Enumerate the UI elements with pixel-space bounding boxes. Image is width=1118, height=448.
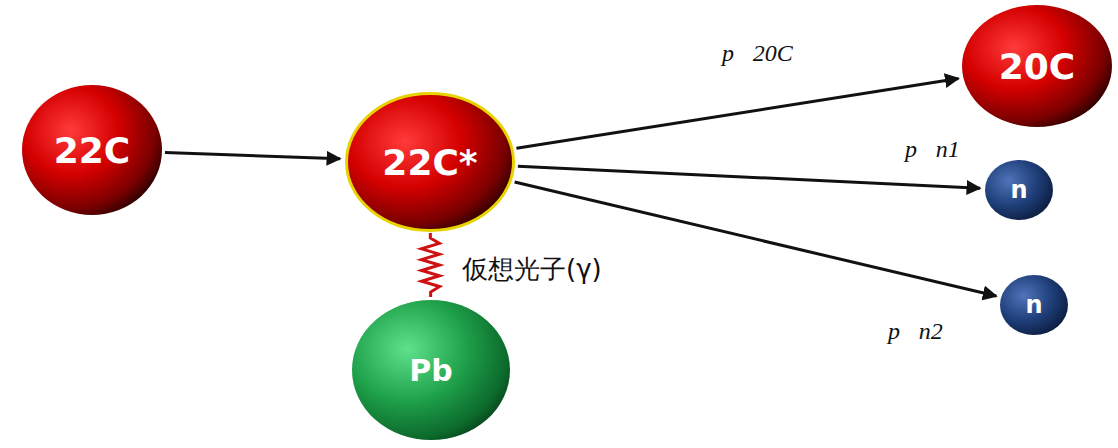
- ellipse-shape: [962, 5, 1112, 127]
- nucleus-label: n: [1025, 291, 1042, 319]
- target-nucleus-circle: Pb: [352, 300, 510, 440]
- virtual-photon-line: [421, 233, 439, 297]
- ellipse-shape: [985, 160, 1053, 220]
- ellipse-shape: [347, 94, 514, 231]
- momentum-arrow: [165, 153, 340, 159]
- fragment-circle: 20C: [962, 5, 1112, 127]
- momentum-label: p⃗n2: [888, 318, 943, 345]
- nucleus-label: n: [1010, 176, 1027, 204]
- momentum-label: p⃗n1: [905, 136, 960, 163]
- ellipse-shape: [352, 300, 510, 440]
- nucleus-circle: 22C: [22, 85, 162, 215]
- excited-nucleus-circle: 22C*: [345, 92, 515, 232]
- neutron-circle: n: [985, 160, 1053, 220]
- nucleus-label: 22C*: [382, 142, 477, 183]
- neutron-circle: n: [1000, 275, 1068, 335]
- nucleus-label: 22C: [54, 130, 131, 171]
- momentum-arrow: [518, 166, 980, 188]
- nucleus-label: Pb: [409, 353, 452, 388]
- momentum-label: p⃗20C: [722, 40, 793, 67]
- ellipse-shape: [22, 85, 162, 215]
- ellipse-shape: [1000, 275, 1068, 335]
- nucleus-label: 20C: [999, 46, 1076, 87]
- photon-label: 仮想光子(γ): [462, 252, 602, 287]
- momentum-arrow: [516, 78, 958, 148]
